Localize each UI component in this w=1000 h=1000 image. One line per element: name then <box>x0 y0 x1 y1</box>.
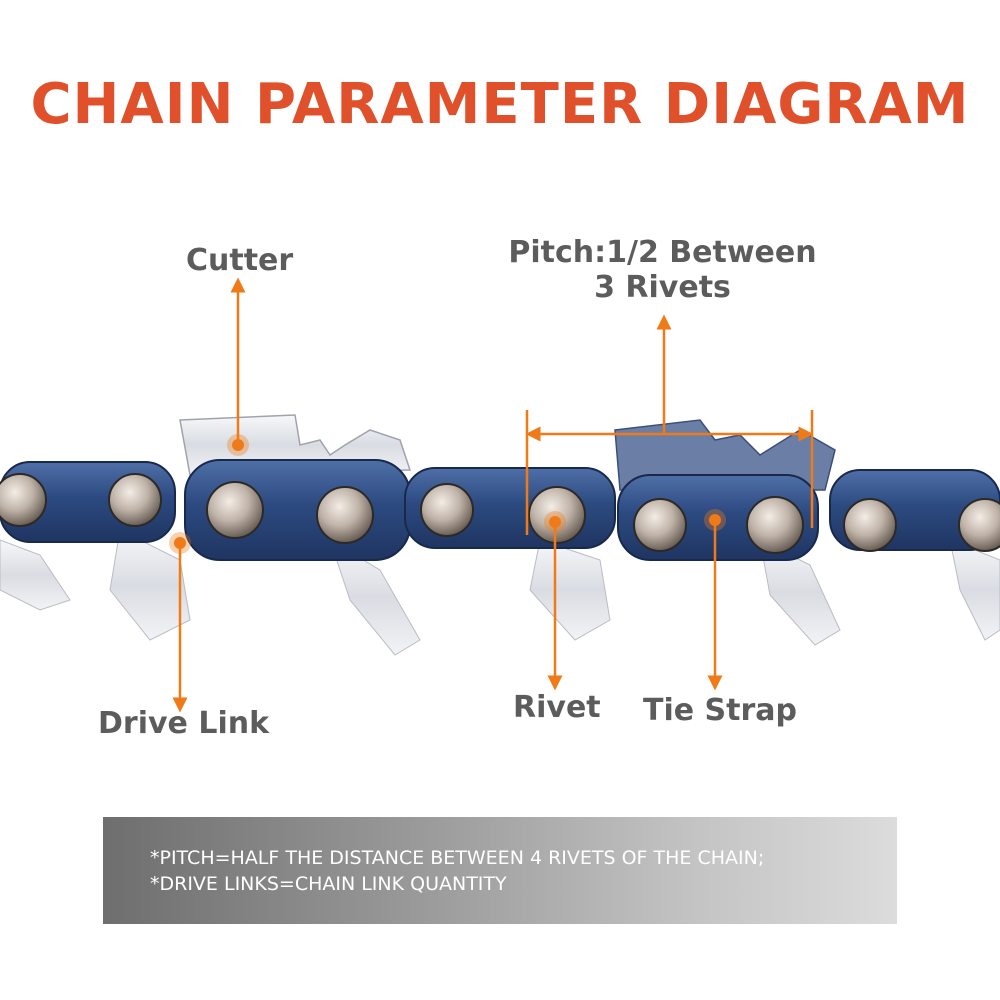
callout-dots <box>169 434 726 554</box>
drive-link-label: Drive Link <box>98 706 270 741</box>
notes-box: *PITCH=HALF THE DISTANCE BETWEEN 4 RIVET… <box>103 817 897 924</box>
note-drive-links: *DRIVE LINKS=CHAIN LINK QUANTITY <box>150 873 507 895</box>
note-pitch: *PITCH=HALF THE DISTANCE BETWEEN 4 RIVET… <box>150 847 765 869</box>
pitch-label-line1: Pitch:1/2 Between <box>508 235 817 270</box>
rivets <box>0 473 1000 554</box>
tie-strap-label: Tie Strap <box>643 693 797 728</box>
page-title: CHAIN PARAMETER DIAGRAM <box>30 72 970 137</box>
pitch-label-line2: 3 Rivets <box>594 270 731 305</box>
rivet-label: Rivet <box>513 690 601 725</box>
pitch-label: Pitch:1/2 Between 3 Rivets <box>505 235 820 305</box>
drive-links <box>0 529 1000 656</box>
cutter-label: Cutter <box>186 243 294 278</box>
pitch-bracket <box>525 410 814 535</box>
leader-arrows <box>172 277 723 713</box>
